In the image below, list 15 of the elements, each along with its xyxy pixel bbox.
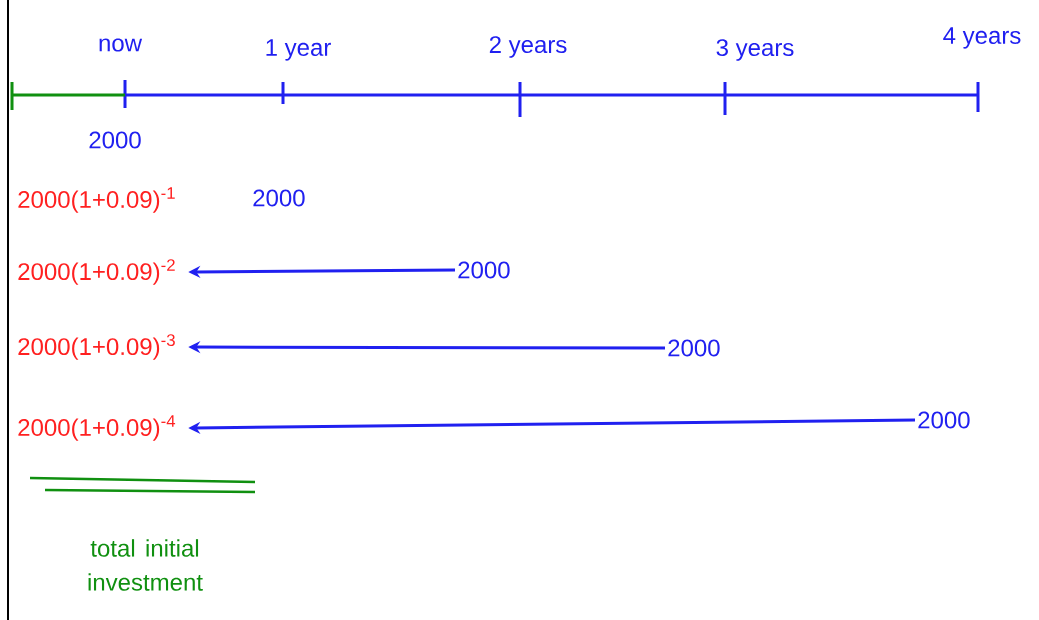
amount-text: 2000: [89, 131, 141, 149]
time-label: 1 year: [266, 39, 331, 61]
time-label: now: [99, 38, 143, 52]
amount-text: 2000: [918, 411, 970, 429]
amount-text: 2000: [458, 261, 510, 279]
caption-text: total initial investment: [88, 539, 203, 591]
time-label: 4 years: [943, 27, 1021, 49]
formula-text: 2000(1+0.09)$^{-4}$: [18, 415, 176, 441]
time-label: 2 years: [489, 36, 567, 58]
formula-text: 2000(1+0.09)$^{-2}$: [18, 259, 175, 285]
formula-text: 2000(1+0.09)$^{-1}$: [18, 187, 175, 213]
amount-text: 2000: [253, 189, 305, 207]
formula-text: 2000(1+0.09)$^{-3}$: [18, 334, 175, 360]
amount-text: 2000: [668, 339, 720, 357]
time-label: 3 years: [716, 39, 794, 61]
